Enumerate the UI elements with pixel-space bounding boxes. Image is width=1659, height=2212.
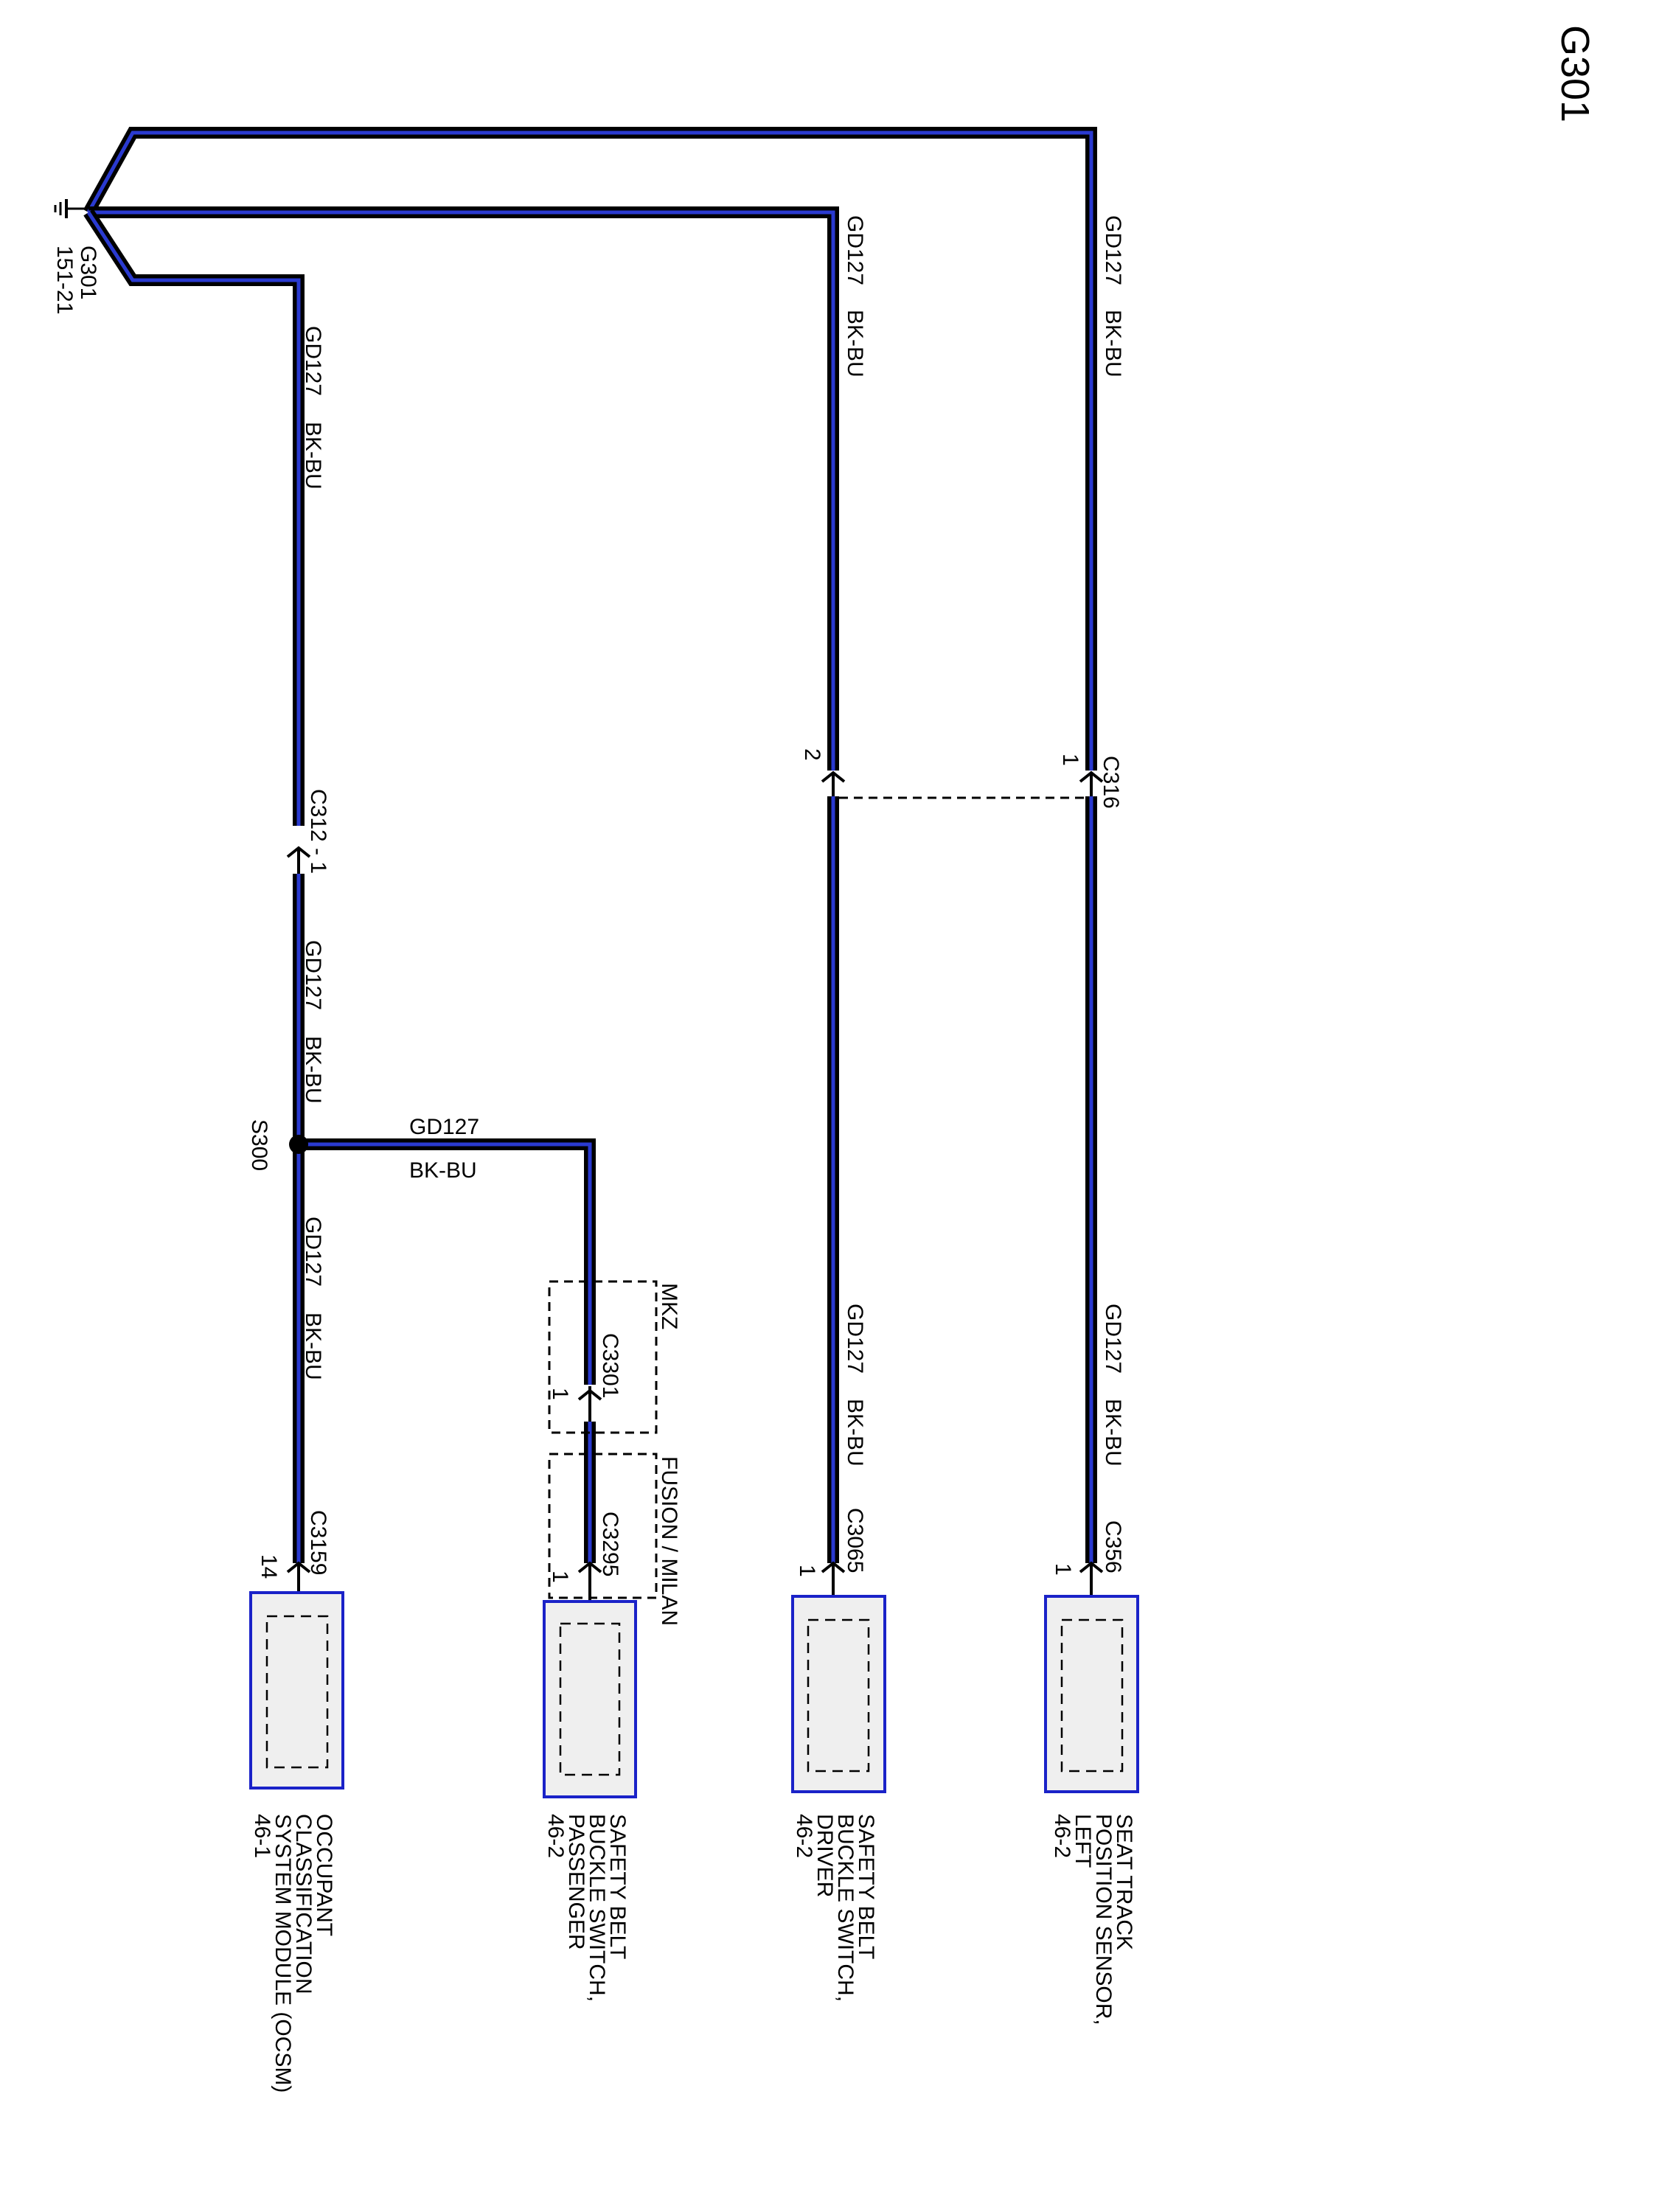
component-label-line: BUCKLE SWITCH, bbox=[833, 1814, 858, 2002]
ground-name: G301 bbox=[76, 246, 100, 299]
component-label-line: CLASSIFICATION bbox=[291, 1814, 316, 1994]
component-label-line: 46-2 bbox=[543, 1814, 568, 1858]
wire-circuit-label: GD127 bbox=[301, 1217, 325, 1287]
variant-mkz-label: MKZ bbox=[657, 1283, 681, 1329]
component-label-line: POSITION SENSOR, bbox=[1091, 1814, 1116, 2025]
connector-c356-label: C356 bbox=[1101, 1520, 1125, 1573]
component-label-line: DRIVER bbox=[813, 1814, 837, 1897]
wire-color-label: BK-BU bbox=[843, 1399, 867, 1467]
wire-top-seat-track bbox=[83, 127, 1097, 771]
component-driver-buckle bbox=[791, 1595, 886, 1793]
ground-ref: 151-21 bbox=[52, 246, 77, 314]
wire-color-label: BK-BU bbox=[301, 1312, 325, 1380]
component-seat-track bbox=[1044, 1595, 1139, 1793]
wire-circuit-label: GD127 bbox=[301, 326, 325, 396]
wire-circuit-label: GD127 bbox=[409, 1115, 479, 1139]
connector-c3301-icon bbox=[577, 1386, 602, 1422]
component-label-seat-track: SEAT TRACK POSITION SENSOR, LEFT 46-2 bbox=[1050, 1814, 1136, 2025]
component-label-line: LEFT bbox=[1071, 1814, 1095, 1868]
component-label-line: SAFETY BELT bbox=[605, 1814, 630, 1959]
wire-circuit-label: GD127 bbox=[301, 940, 325, 1010]
component-label-line: OCCUPANT bbox=[312, 1814, 336, 1936]
component-label-line: SEAT TRACK bbox=[1112, 1814, 1136, 1950]
wire-color-label: BK-BU bbox=[301, 1036, 325, 1104]
connector-c3301-label: C3301 bbox=[598, 1333, 622, 1398]
connector-c316-pin2-icon bbox=[821, 771, 846, 796]
component-label-line: 46-2 bbox=[792, 1814, 816, 1858]
component-label-ocsm: OCCUPANT CLASSIFICATION SYSTEM MODULE (O… bbox=[250, 1814, 336, 2093]
wire-color-label: BK-BU bbox=[301, 422, 325, 490]
connector-c316-pin1: 1 bbox=[1058, 754, 1082, 766]
connector-c3065-label: C3065 bbox=[843, 1508, 867, 1573]
component-label-line: PASSENGER bbox=[564, 1814, 588, 1950]
connector-c3301-pin: 1 bbox=[548, 1388, 572, 1400]
wire-color-label: BK-BU bbox=[409, 1158, 477, 1183]
wire-circuit-label: GD127 bbox=[1101, 1304, 1125, 1374]
wire-bottom-ocsm bbox=[83, 209, 305, 826]
wire-color-label: BK-BU bbox=[843, 310, 867, 378]
connector-c3065-pin: 1 bbox=[795, 1565, 819, 1577]
connector-c3159-pin: 14 bbox=[257, 1554, 281, 1579]
component-label-line: 46-1 bbox=[250, 1814, 274, 1858]
connector-c312-icon bbox=[286, 846, 311, 874]
connector-c316-pin1-icon bbox=[1079, 771, 1104, 796]
ground-icon bbox=[54, 199, 88, 218]
page-title: G301 bbox=[1553, 25, 1597, 122]
component-ocsm bbox=[249, 1591, 344, 1790]
wire-color-label: BK-BU bbox=[1101, 310, 1125, 378]
connector-c316-pin2: 2 bbox=[800, 748, 824, 761]
splice-label: S300 bbox=[247, 1119, 271, 1171]
component-label-line: BUCKLE SWITCH, bbox=[585, 1814, 609, 2002]
variant-fusion-box bbox=[548, 1453, 658, 1599]
component-label-line: SYSTEM MODULE (OCSM) bbox=[271, 1814, 295, 2093]
splice-dot bbox=[289, 1135, 308, 1154]
wire-circuit-label: GD127 bbox=[843, 215, 867, 285]
component-label-passenger: SAFETY BELT BUCKLE SWITCH, PASSENGER 46-… bbox=[543, 1814, 630, 2002]
connector-c3159-label: C3159 bbox=[306, 1510, 330, 1575]
connector-c316-label: C316 bbox=[1099, 756, 1123, 809]
variant-fusion-label: FUSION / MILAN bbox=[657, 1456, 681, 1626]
wire-color-label: BK-BU bbox=[1101, 1399, 1125, 1467]
connector-c3295-label: C3295 bbox=[598, 1512, 622, 1576]
component-label-line: 46-2 bbox=[1050, 1814, 1074, 1858]
component-label-line: SAFETY BELT bbox=[854, 1814, 878, 1959]
variant-mkz-box bbox=[548, 1280, 658, 1434]
wire-circuit-label: GD127 bbox=[1101, 215, 1125, 285]
component-passenger-buckle bbox=[543, 1600, 637, 1798]
wire-passenger-branch bbox=[299, 1138, 596, 1385]
component-label-driver: SAFETY BELT BUCKLE SWITCH, DRIVER 46-2 bbox=[792, 1814, 878, 2002]
connector-c312-label: C312 - 1 bbox=[306, 789, 330, 874]
connector-c3295-pin: 1 bbox=[548, 1571, 572, 1583]
wire-circuit-label: GD127 bbox=[843, 1304, 867, 1374]
wire-middle-driver bbox=[88, 206, 839, 771]
connector-c356-pin: 1 bbox=[1051, 1563, 1075, 1576]
